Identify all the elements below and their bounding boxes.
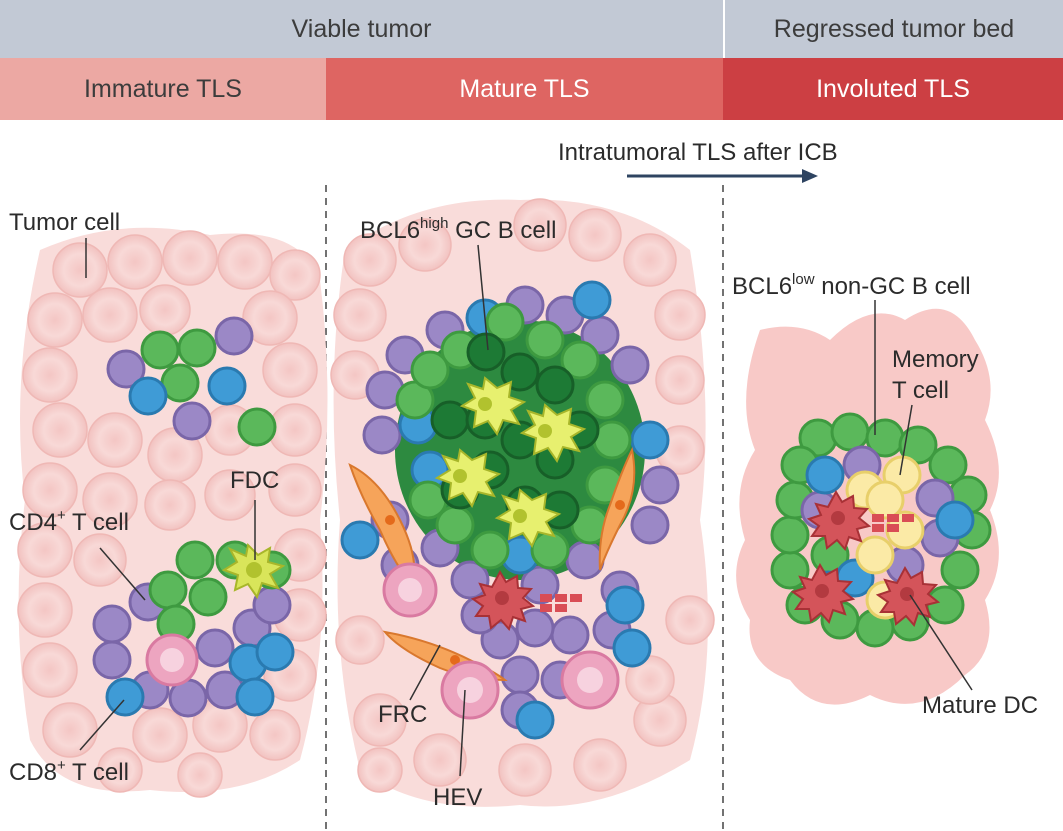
dc-cell-middle (470, 569, 582, 631)
non-gc-b-cell-label: BCL6low non-GC B cell (732, 271, 971, 300)
immune-cells-upper-left (106, 316, 277, 447)
involuted-cluster (770, 412, 992, 648)
involuted-tls-label: Involuted TLS (816, 74, 970, 103)
cd4-t-cell-label: CD4+ T cell (9, 507, 129, 536)
fdc-cell-left (221, 542, 286, 600)
fdc-cells-gc (434, 376, 587, 549)
mature-tls-band: Mature TLS (326, 58, 723, 120)
mature-dc-label: Mature DC (922, 692, 1038, 719)
memory-t-cell-label-line1: Memory (892, 346, 979, 373)
fdc-label: FDC (230, 467, 279, 494)
immature-tls-band: Immature TLS (0, 58, 326, 120)
involuted-tls-band: Involuted TLS (723, 58, 1063, 120)
regressed-tumor-bed-band: Regressed tumor bed (725, 0, 1063, 58)
hev-label: HEV (433, 784, 482, 811)
hev-cells-middle (382, 562, 620, 720)
tumor-cell-label: Tumor cell (9, 209, 120, 236)
viable-tumor-band: Viable tumor (0, 0, 723, 58)
frc-label: FRC (378, 701, 427, 728)
immune-cluster-lower-left (92, 540, 295, 718)
mature-tls-label: Mature TLS (459, 74, 590, 103)
immature-tls-label: Immature TLS (84, 74, 242, 103)
viable-tumor-label: Viable tumor (291, 14, 432, 43)
icb-arrow (627, 169, 818, 183)
memory-t-cell-label-line2: T cell (892, 377, 949, 404)
gc-b-cell-label: BCL6high GC B cell (360, 215, 556, 244)
leader-lines (79, 238, 973, 777)
regressed-tumor-bed-label: Regressed tumor bed (773, 14, 1015, 43)
arrow-label: Intratumoral TLS after ICB (558, 139, 838, 166)
cd8-t-cell-label: CD8+ T cell (9, 757, 129, 786)
